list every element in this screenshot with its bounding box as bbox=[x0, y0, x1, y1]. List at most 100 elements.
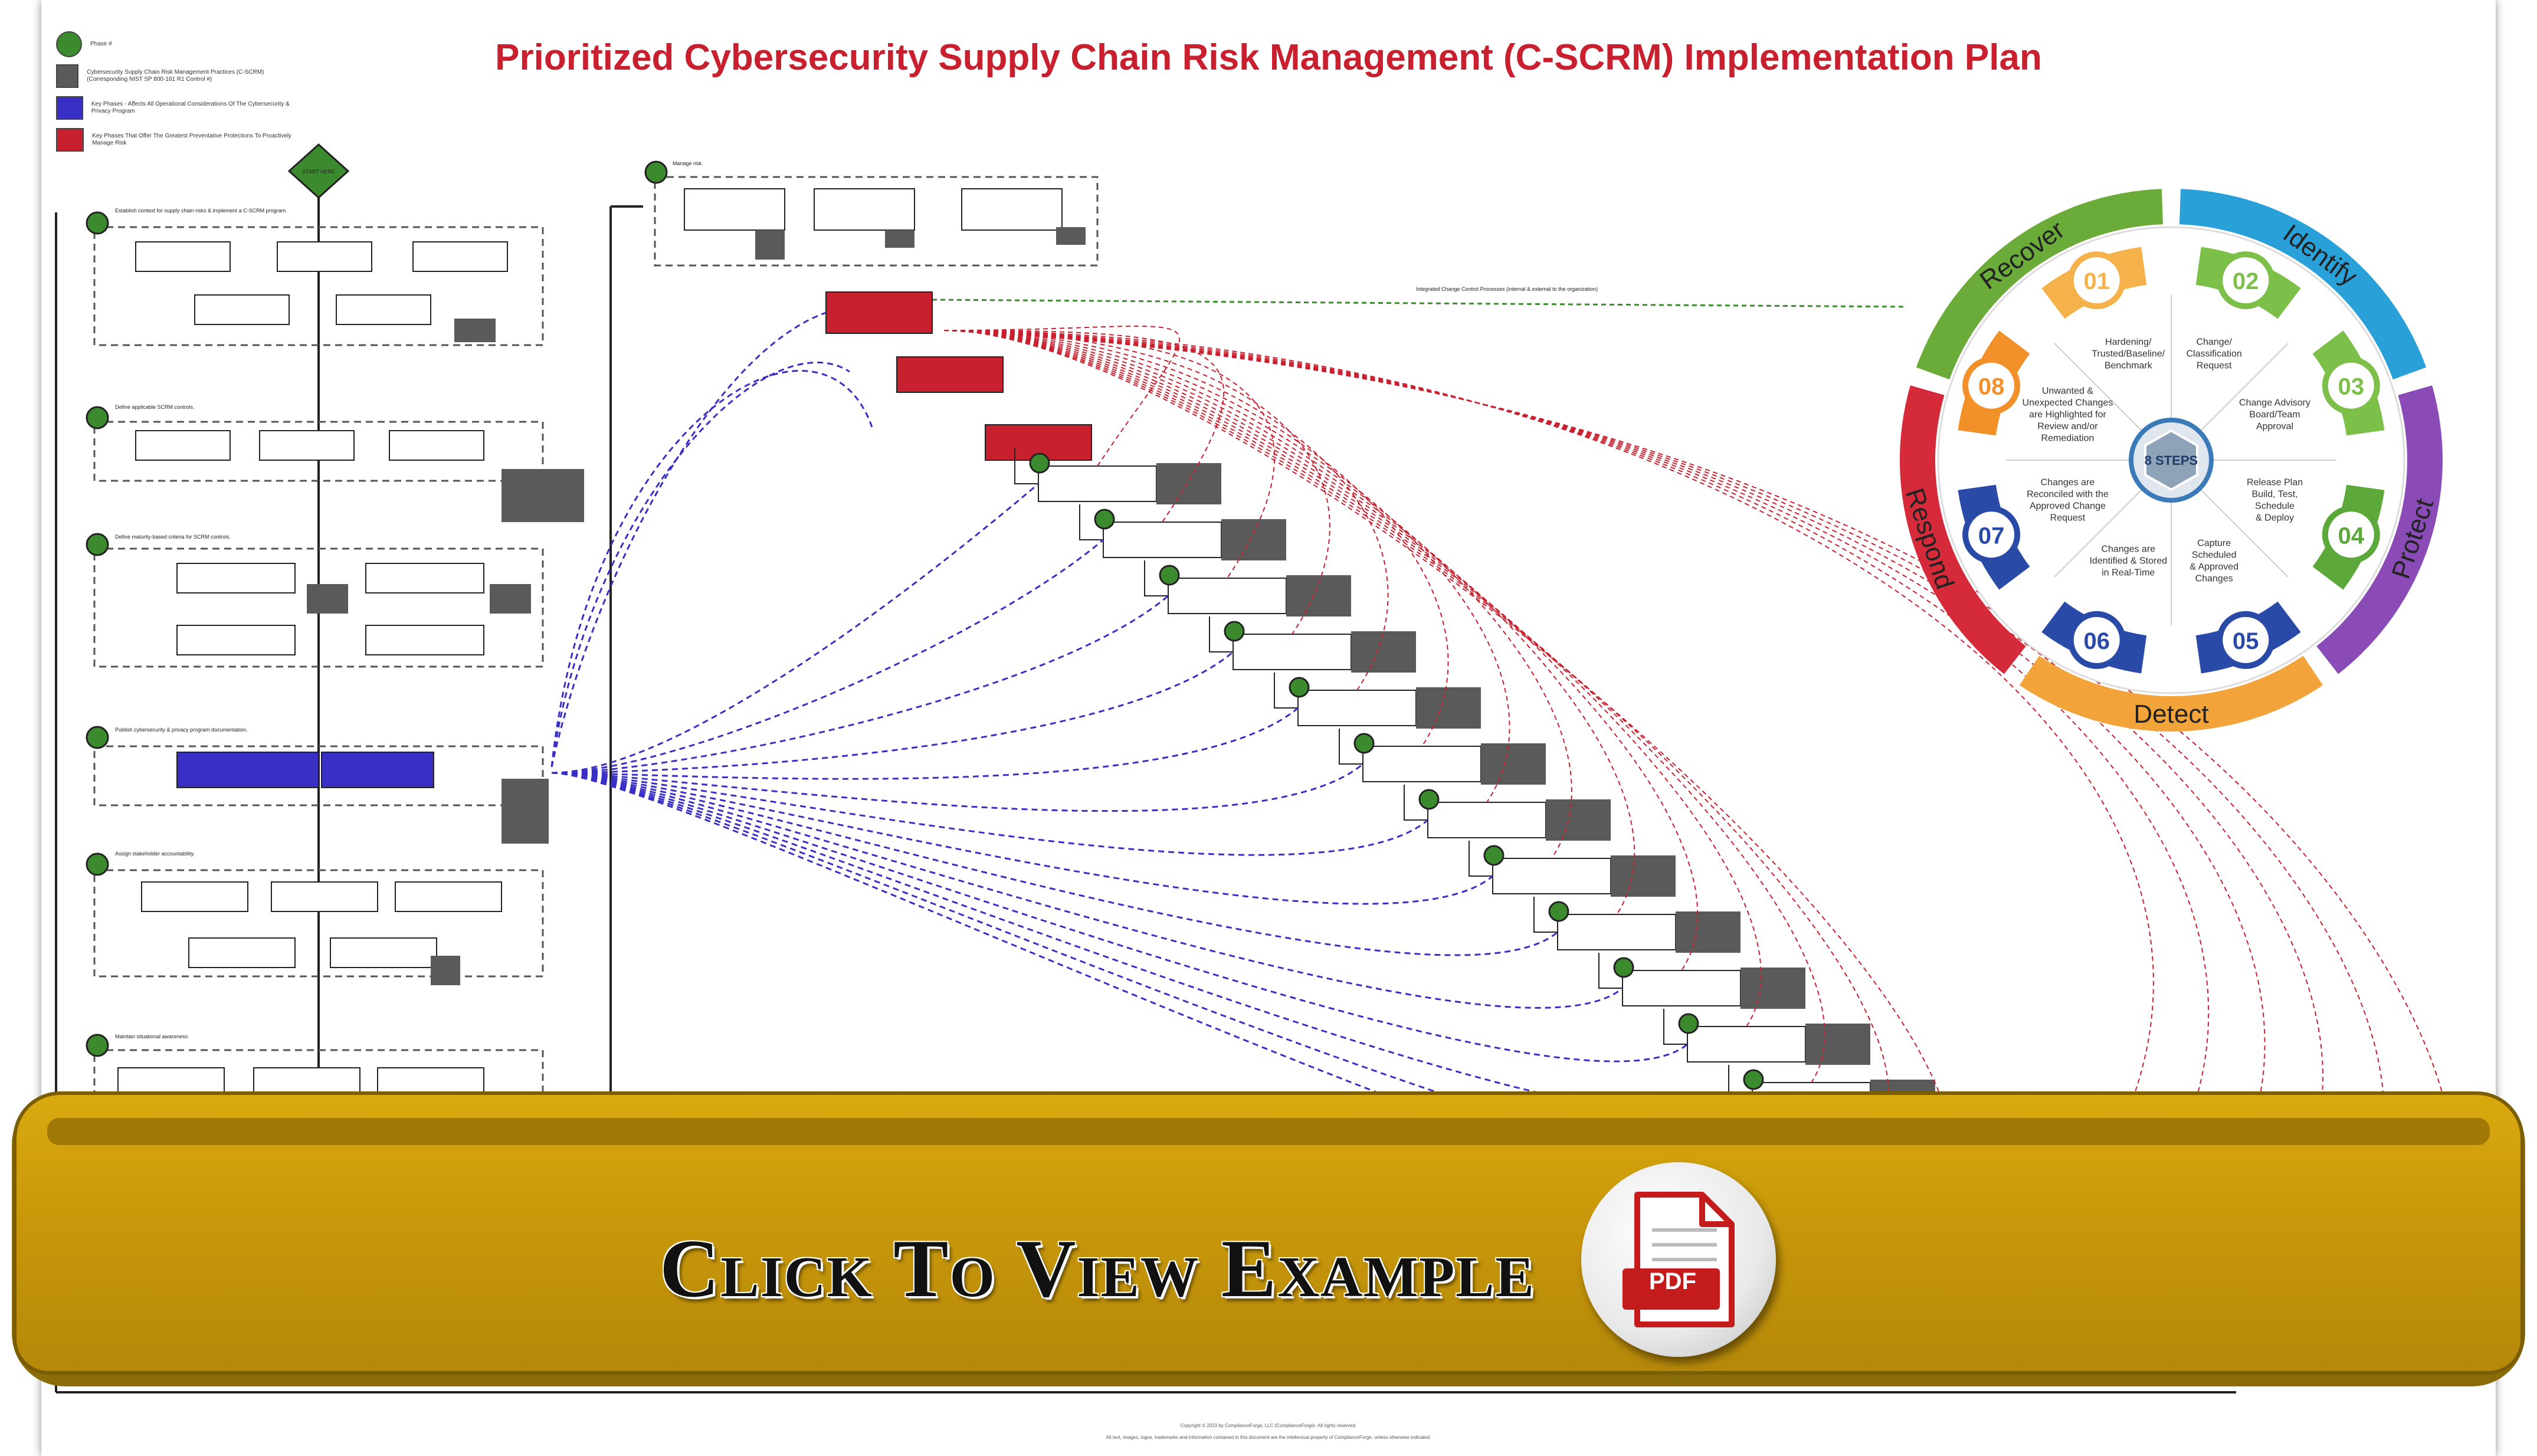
blue-connector bbox=[551, 707, 1299, 780]
footer-copyright: Copyright © 2023 by ComplianceForge, LLC… bbox=[1180, 1423, 1357, 1428]
legend-item-key-phases: Key Phases - Affects All Operational Con… bbox=[56, 92, 304, 124]
stair-step bbox=[1209, 616, 1416, 673]
wheel-segment-recover bbox=[1916, 189, 2164, 380]
step-description: Schedule bbox=[2255, 501, 2295, 511]
step-description: Changes are bbox=[2101, 545, 2155, 555]
step-number: 07 bbox=[1978, 523, 2005, 549]
step-description: Identified & Stored bbox=[2089, 556, 2167, 566]
step-description: in Real-Time bbox=[2102, 568, 2155, 578]
red-connector bbox=[943, 330, 2210, 1121]
pdf-file-icon bbox=[1622, 1192, 1735, 1327]
red-connector bbox=[943, 330, 1953, 1195]
red-connector bbox=[943, 330, 1330, 635]
step-description: Release Plan bbox=[2247, 478, 2303, 488]
wheel-segment-protect bbox=[2316, 385, 2443, 674]
step-description: Reconciled with the bbox=[2027, 490, 2109, 500]
blue-connector bbox=[551, 772, 1818, 1171]
blue-connector bbox=[551, 772, 1428, 856]
wheel-segment-respond bbox=[1900, 385, 2026, 674]
step-number: 04 bbox=[2338, 523, 2365, 549]
svg-text:Integrated Change Control Proc: Integrated Change Control Processes (int… bbox=[1416, 286, 1598, 292]
page-title: Prioritized Cybersecurity Supply Chain R… bbox=[495, 37, 2042, 78]
pdf-label: PDF bbox=[1649, 1268, 1696, 1294]
svg-text:Assign stakeholder accountabil: Assign stakeholder accountability. bbox=[115, 851, 195, 857]
step-description: Classification bbox=[2187, 349, 2242, 359]
red-connector bbox=[943, 330, 1762, 1027]
red-box-icon bbox=[56, 128, 84, 152]
step-description: Benchmark bbox=[2105, 360, 2153, 370]
step-description: Approved Change bbox=[2030, 501, 2106, 511]
staircase-red bbox=[825, 291, 1092, 461]
red-connector bbox=[943, 330, 2154, 1121]
step-description: & Approved bbox=[2189, 562, 2238, 572]
wheel-segment-detect bbox=[2019, 655, 2323, 732]
step-group-5: Assign stakeholder accountability. bbox=[86, 851, 544, 985]
wheel-label-detect: Detect bbox=[2133, 700, 2208, 729]
blue-connector bbox=[550, 311, 827, 768]
step-number: 03 bbox=[2338, 374, 2365, 400]
blue-box-icon bbox=[56, 96, 83, 120]
svg-text:Publish cybersecurity & privac: Publish cybersecurity & privacy program … bbox=[115, 727, 248, 733]
step-description: Request bbox=[2197, 360, 2232, 370]
step-description: Unexpected Changes bbox=[2023, 398, 2113, 408]
step-number-badge bbox=[1962, 506, 2021, 564]
step-number-badge bbox=[2067, 611, 2126, 669]
step-description: Request bbox=[2050, 513, 2086, 523]
stair-step bbox=[1404, 785, 1611, 841]
step-description: Hardening/ bbox=[2105, 337, 2152, 347]
step-number: 08 bbox=[1978, 374, 2005, 400]
view-example-button[interactable]: Click To View Example bbox=[660, 1223, 1535, 1314]
stair-step bbox=[1533, 897, 1740, 953]
step-number-badge bbox=[2217, 611, 2275, 669]
step-group-2: Define applicable SCRM controls. bbox=[86, 404, 584, 522]
red-connector bbox=[943, 330, 2324, 1121]
step-description: Changes bbox=[2195, 574, 2233, 584]
svg-text:Maintain situational awareness: Maintain situational awareness. bbox=[115, 1034, 189, 1039]
step-number-badge bbox=[2217, 251, 2275, 310]
red-connector bbox=[943, 330, 1699, 971]
blue-connector bbox=[551, 483, 1039, 774]
start-label: START HERE bbox=[302, 169, 335, 175]
red-connector bbox=[943, 330, 1449, 747]
step-number: 02 bbox=[2233, 268, 2259, 294]
step-number: 01 bbox=[2083, 268, 2110, 294]
step-group-1: Establish context for supply chain risks… bbox=[86, 208, 544, 346]
stair-step bbox=[1598, 953, 1805, 1009]
manage-risk-group: Manage risk. bbox=[644, 160, 1099, 267]
blue-connector bbox=[551, 772, 1493, 905]
banner-ribbon bbox=[47, 1118, 2490, 1145]
step-description: are Highlighted for bbox=[2029, 409, 2106, 419]
step-number-badge bbox=[2322, 506, 2380, 564]
red-connector bbox=[943, 330, 1224, 523]
start-diamond bbox=[287, 143, 350, 199]
step-number: 06 bbox=[2083, 628, 2110, 654]
step-description: Remediation bbox=[2041, 433, 2094, 443]
change-control-line bbox=[932, 299, 1906, 308]
footer-notice: All text, images, logos, trademarks and … bbox=[1106, 1435, 1431, 1440]
gray-box-icon bbox=[56, 64, 79, 88]
svg-text:Establish context for supply c: Establish context for supply chain risks… bbox=[115, 208, 287, 214]
blue-connector bbox=[551, 539, 1104, 774]
step-number-badge bbox=[2322, 356, 2380, 415]
step-group-3: Define maturity-based criteria for SCRM … bbox=[86, 533, 544, 668]
step-description: Trusted/Baseline/ bbox=[2092, 349, 2165, 359]
svg-text:Manage risk.: Manage risk. bbox=[673, 160, 703, 166]
step-description: Change Advisory bbox=[2239, 398, 2310, 408]
step-description: Approval bbox=[2256, 421, 2293, 431]
blue-connector bbox=[551, 651, 1234, 774]
stair-step bbox=[1339, 729, 1546, 785]
red-connector bbox=[943, 330, 1572, 859]
step-description: Capture bbox=[2197, 539, 2231, 549]
step-number-badge bbox=[1962, 356, 2021, 415]
step-description: Review and/or bbox=[2037, 421, 2098, 431]
pdf-button[interactable] bbox=[1581, 1162, 1776, 1357]
step-description: Changes are bbox=[2041, 478, 2095, 488]
red-connector bbox=[943, 325, 1181, 467]
svg-text:Define applicable SCRM control: Define applicable SCRM controls. bbox=[115, 404, 195, 410]
blue-connector bbox=[551, 772, 1688, 1063]
red-connector bbox=[943, 330, 1510, 803]
